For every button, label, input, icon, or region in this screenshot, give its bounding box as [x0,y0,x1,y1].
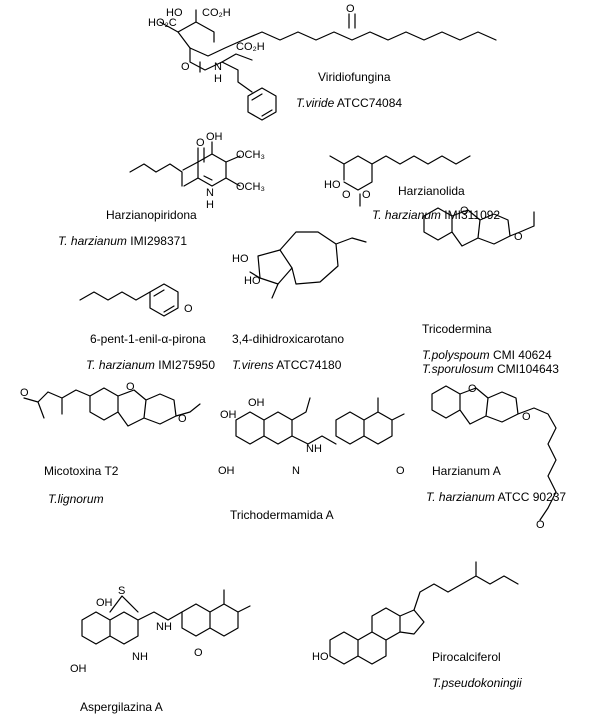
pyrocalciferol-name: Pirocalciferol [432,650,501,664]
lactone-o-label: O [342,189,351,201]
asp-oh-label-2: OH [70,663,87,675]
carotane-ho-label-2: HO [244,275,261,287]
dihydroxycarotane-name: 3,4-dihidroxicarotano [232,332,345,346]
dihydroxycarotane-source: T.virens ATCC74180 [232,358,342,372]
h-label-2: H [206,199,214,211]
trichodermin-source-1: T.polyspoum CMI 40624 [422,348,552,362]
harzianopyridone-structure: O OH OCH₃ OCH₃ N H [129,131,265,211]
harz-o-label: O [468,383,477,395]
harzianopyridone-name: Harzianopiridona [106,208,197,222]
harzianolide-structure: HO O O [324,155,471,207]
trichodermamide-name: Trichodermamida A [230,508,334,522]
viridiofungin-structure: HO₂C HO CO₂H O O N H CO₂H [148,3,497,121]
harzianolide-ho-label: HO [324,179,341,191]
pyrocalciferol-structure: HO [312,561,519,665]
ketone-o-label: O [346,3,355,15]
t2-toxin-source: T.lignorum [48,492,104,506]
acetate-o-label: O [514,231,523,243]
tda-n-label: N [292,465,300,477]
harzianolide-source: T. harzianum IMI311092 [372,208,501,222]
t2-toxin-structure: O O O [20,381,201,427]
co2h-label: CO₂H [202,7,231,19]
trichodermamide-structure: OH OH OH N NH O [218,397,405,477]
pyridone-oh-label: OH [206,131,223,143]
pentenyl-pyrone-structure: O [79,283,193,317]
viridiofungin-source: T.viride ATCC74084 [296,96,403,110]
och3-label-2: OCH₃ [236,181,265,193]
och3-label-1: OCH₃ [236,149,265,161]
harzianum-a-source: T. harzianum ATCC 90237 [426,490,567,504]
tda-oh-label-3: OH [218,465,235,477]
harzianum-a-structure: O O O [431,383,557,531]
pyrocalciferol-source: T.pseudokoningii [432,676,522,690]
t2-o-label-3: O [178,413,187,425]
tda-oh-label-1: OH [220,409,237,421]
harzianolide-name: Harzianolida [398,184,465,198]
h-label: H [214,73,222,85]
dihydroxycarotane-structure: HO HO [232,231,367,299]
aspergilazine-structure: S OH OH NH NH O [70,585,251,675]
asp-s-label: S [118,585,125,597]
tda-nh-label: NH [306,443,322,455]
pyridone-o-label: O [196,137,205,149]
n-label: N [214,61,222,73]
viridiofungin-name: Viridiofungina [318,70,391,84]
asp-oh-label-1: OH [96,597,113,609]
amide-o-label: O [181,61,190,73]
trichodermin-source-2: T.sporulosum CMI104643 [422,362,559,376]
aspergilazine-name: Aspergilazina A [80,700,163,714]
co2h-label-2: CO₂H [236,41,265,53]
pentenyl-pyrone-source: T. harzianum IMI275950 [86,358,215,372]
pyrone-o-label: O [184,303,193,315]
ho2c-label: HO₂C [148,17,177,29]
n-label-2: N [206,187,214,199]
ho-label: HO [166,7,183,19]
t2-o-label-1: O [20,387,29,399]
trichodermin-structure: O O [423,205,535,247]
t2-toxin-name: Micotoxina T2 [44,464,119,478]
ring-o-label: O [362,189,371,201]
carotane-ho-label-1: HO [232,253,249,265]
harz-o-label-2: O [522,411,531,423]
harzianum-a-name: Harzianum A [432,464,501,478]
trichodermin-o-label: O [460,205,469,217]
harz-o-label-3: O [536,519,545,531]
pentenyl-pyrone-name: 6-pent-1-enil-α-pirona [90,332,206,346]
t2-o-label-2: O [126,381,135,393]
harzianopyridone-source: T. harzianum IMI298371 [58,234,187,248]
pyro-ho-label: HO [312,651,329,663]
asp-nh-label: NH [132,651,148,663]
asp-o-label: O [194,647,203,659]
asp-nh-label-2: NH [156,621,172,633]
tda-o-label: O [396,465,405,477]
trichodermin-name: Tricodermina [422,322,492,336]
tda-oh-label-2: OH [248,397,265,409]
